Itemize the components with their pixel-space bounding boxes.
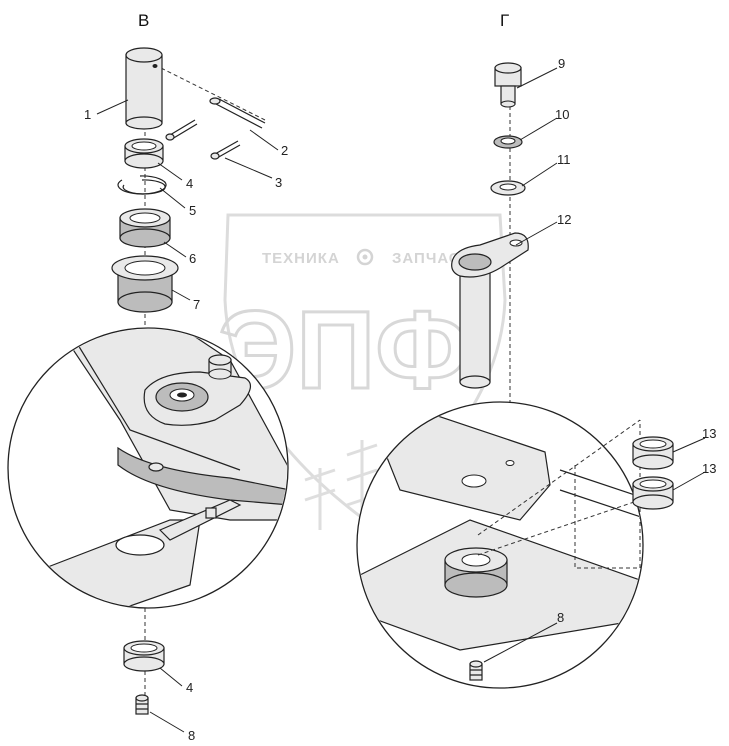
- callout-8-right: 8: [557, 610, 564, 625]
- callout-6: 6: [189, 251, 196, 266]
- grease-fitting-left: [135, 694, 149, 715]
- callout-8-left: 8: [188, 728, 195, 743]
- callout-2: 2: [281, 143, 288, 158]
- leader-lines: [96, 67, 706, 733]
- bolt: [494, 62, 522, 108]
- callout-4-lower: 4: [186, 680, 193, 695]
- cotter-pin: [209, 97, 266, 129]
- bolt-head: [208, 354, 232, 380]
- callout-9: 9: [558, 56, 565, 71]
- view-label-left: В: [138, 11, 149, 30]
- small-pin-upper: [165, 119, 198, 141]
- callout-1: 1: [84, 107, 91, 122]
- watermark: ТЕХНИКА ЗАПЧАСТИ ЭПФ: [217, 213, 507, 530]
- gear-icon: [356, 248, 374, 266]
- bushing-13-upper: [632, 436, 674, 470]
- flange-bushing: [111, 255, 179, 313]
- callout-5: 5: [189, 203, 196, 218]
- bushing-lower: [123, 640, 165, 672]
- bushing-13-lower: [632, 476, 674, 510]
- axle-with-plate: [451, 232, 529, 389]
- flat-washer: [490, 180, 526, 196]
- boss: [444, 547, 508, 598]
- callout-7: 7: [193, 297, 200, 312]
- lock-washer: [493, 135, 523, 149]
- callout-4-upper: 4: [186, 176, 193, 191]
- callouts: 1 2 3 4 5 6 7 4 8 9 10 11 12 13 13 8: [84, 56, 716, 743]
- small-pin-lower: [210, 140, 241, 160]
- bushing-upper: [124, 138, 164, 169]
- callout-3: 3: [275, 175, 282, 190]
- pin: [125, 47, 163, 130]
- callout-13-lower: 13: [702, 461, 716, 476]
- callout-12: 12: [557, 212, 571, 227]
- watermark-text-left: ТЕХНИКА: [262, 250, 340, 267]
- detail-circle-right: [356, 401, 644, 689]
- grease-fitting-right: [469, 660, 483, 681]
- bearing: [119, 208, 171, 248]
- callout-13-upper: 13: [702, 426, 716, 441]
- view-label-right: Г: [500, 11, 509, 30]
- pin-hole-axis: [154, 64, 266, 121]
- callout-10: 10: [555, 107, 569, 122]
- retaining-ring: [117, 175, 167, 195]
- callout-11: 11: [557, 152, 571, 167]
